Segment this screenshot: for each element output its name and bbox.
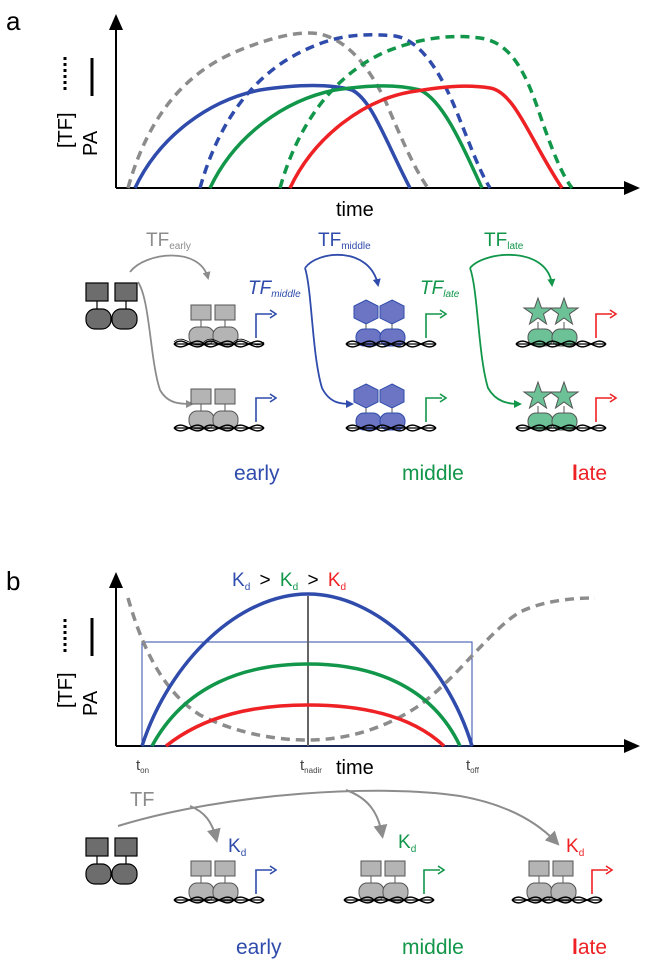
promoter-early-bottom <box>173 388 278 432</box>
tf-late-label: TFlate <box>484 230 524 252</box>
panel-a-x-axis-arrow <box>624 181 640 195</box>
panel-b-y-axis-arrow <box>109 572 123 588</box>
tf-early-dashed-curve <box>126 31 430 190</box>
promoter-late-bottom <box>515 380 618 432</box>
panel-a-label-early: early <box>234 462 280 485</box>
tf-middle-arrow-top <box>304 253 381 287</box>
tf-late-arrow-bottom <box>469 267 522 408</box>
pa-arc-red <box>164 703 446 748</box>
pa-middle-curve <box>208 84 484 189</box>
panel-a-y-label-tf: [TF] <box>55 112 77 148</box>
promoter-b-early <box>173 860 278 904</box>
promoter-b-late <box>511 860 614 904</box>
panel-b-letter: b <box>6 566 20 596</box>
unbound-tf-complex-b <box>85 837 138 885</box>
panel-b-label-early: early <box>236 936 282 959</box>
tf-late-italic-label: TFlate <box>420 278 460 300</box>
t-on-label: ton <box>136 757 149 775</box>
tf-early-arrow-top <box>129 254 211 280</box>
panel-a-label-late: late <box>572 462 607 485</box>
unbound-tf-complex-a <box>85 282 138 330</box>
promoter-middle-top <box>345 299 448 348</box>
panel-a-y-label-pa: PA <box>80 130 102 156</box>
pa-arc-green <box>150 662 462 747</box>
panel-b-x-label: time <box>336 757 374 779</box>
promoter-late-top <box>515 296 618 348</box>
tf-late-arrow-top <box>469 253 556 287</box>
panel-b-y-label-tf: [TF] <box>55 672 77 708</box>
kd-late-label: Kd <box>566 836 584 859</box>
panel-a-y-axis-arrow <box>109 14 123 30</box>
tf-early-label: TFearly <box>146 230 191 252</box>
tf-arrow-to-middle <box>345 789 388 839</box>
tf-early-arrow-bottom <box>137 281 194 408</box>
promoter-middle-bottom <box>345 383 448 432</box>
panel-b-x-axis-arrow <box>624 739 640 753</box>
tf-arrow-to-late <box>117 789 560 846</box>
kd-middle-label: Kd <box>398 832 416 855</box>
panel-a-letter: a <box>6 6 21 36</box>
t-nadir-label: tnadir <box>300 757 322 775</box>
tf-middle-arrow-bottom <box>304 267 354 408</box>
promoter-b-middle <box>343 860 446 904</box>
kd-early-label: Kd <box>228 836 246 859</box>
tf-late-dashed-curve <box>278 34 574 190</box>
tf-dashed-curve-b <box>126 596 596 742</box>
panel-a-x-label: time <box>336 199 374 221</box>
tf-middle-dashed-curve <box>198 33 492 189</box>
kd-ordering: Kd > Kd > Kd <box>232 570 346 595</box>
tf-middle-label: TFmiddle <box>318 230 371 252</box>
panel-b-y-label-pa: PA <box>80 690 102 716</box>
panel-b-label-middle: middle <box>402 936 464 959</box>
pa-early-curve <box>133 83 412 189</box>
pa-arc-blue <box>140 592 474 747</box>
panel-b-label-late: late <box>572 936 607 959</box>
tf-label-b: TF <box>130 789 154 811</box>
panel-a-label-middle: middle <box>402 462 464 485</box>
pa-late-curve <box>288 84 564 189</box>
tf-middle-italic-label: TFmiddle <box>248 278 301 300</box>
t-off-label: toff <box>466 757 480 775</box>
promoter-early-top <box>173 304 278 348</box>
tf-arrow-to-early <box>189 805 221 843</box>
